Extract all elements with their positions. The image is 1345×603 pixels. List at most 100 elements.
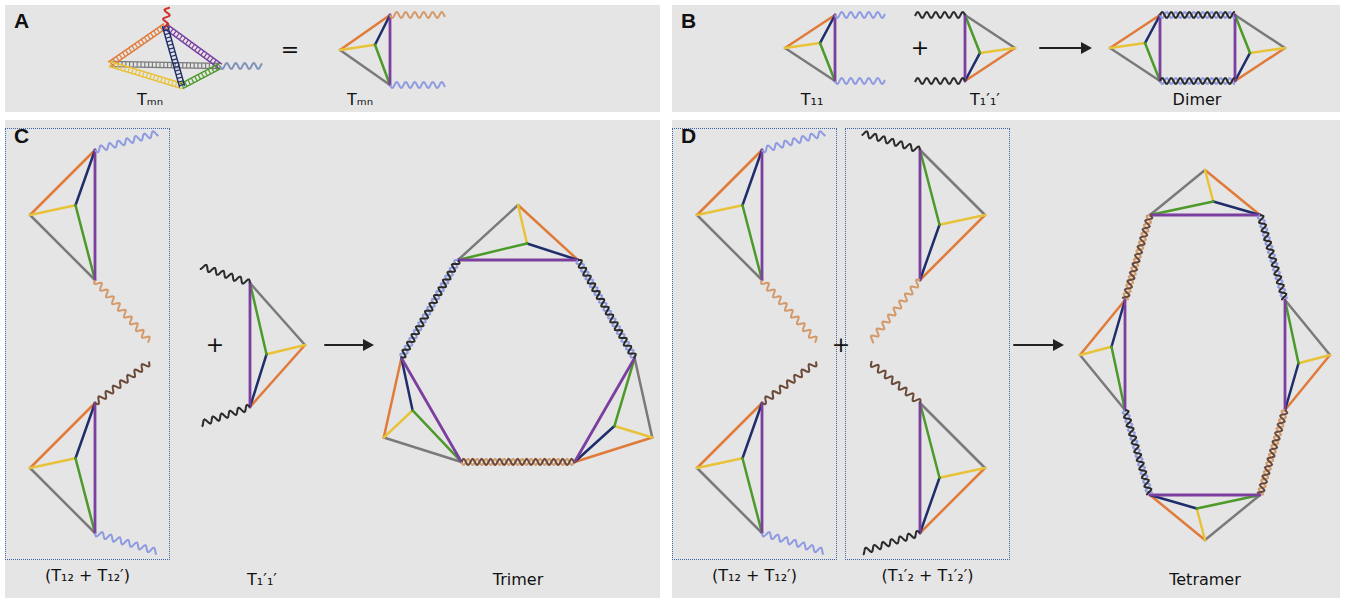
dna-strand bbox=[762, 362, 816, 405]
tetra-edge bbox=[920, 468, 985, 533]
molecule-label: T₁₁ bbox=[801, 90, 824, 109]
tetra-edge bbox=[920, 478, 940, 533]
dna-strand bbox=[871, 361, 921, 403]
dna-strand bbox=[1124, 215, 1151, 300]
tetra-edge bbox=[1235, 48, 1285, 81]
dna-strand bbox=[163, 8, 170, 26]
tetra-edge bbox=[1197, 495, 1260, 509]
tetra-edge bbox=[920, 150, 940, 225]
tetra-edge bbox=[1150, 214, 1260, 217]
tetra-edge bbox=[1205, 170, 1213, 202]
tetra-edge bbox=[401, 358, 461, 462]
dna-strand bbox=[835, 78, 885, 84]
dna-strand bbox=[915, 78, 965, 84]
tetra-edge bbox=[1112, 347, 1126, 410]
tetra-edge bbox=[965, 48, 1015, 81]
tetra-edge bbox=[1299, 355, 1331, 363]
dna-strand bbox=[762, 131, 826, 152]
helix-rail bbox=[111, 62, 183, 84]
dna-strand bbox=[1122, 215, 1152, 299]
dna-strand bbox=[576, 260, 635, 358]
tetra-edge bbox=[1124, 300, 1127, 410]
tetra-edge bbox=[965, 15, 980, 53]
arrow-head bbox=[363, 339, 374, 351]
helix-rail bbox=[109, 24, 164, 62]
tetra-edge bbox=[249, 283, 252, 407]
helix-rungs bbox=[110, 64, 182, 86]
group-label: (T₁₂ + T₁₂′) bbox=[5, 566, 170, 585]
tetra-edge bbox=[1110, 43, 1145, 48]
product-label: Dimer bbox=[1173, 90, 1222, 109]
tetra-edge bbox=[1145, 43, 1160, 81]
helix-rungs bbox=[165, 26, 220, 66]
tetra-edge bbox=[389, 15, 392, 85]
tetra-edge bbox=[820, 15, 835, 43]
arrow-head bbox=[1081, 42, 1092, 54]
dna-strand bbox=[578, 260, 636, 358]
tetra-edge bbox=[30, 215, 95, 280]
dna-strand bbox=[94, 280, 150, 343]
helix-rail bbox=[167, 24, 222, 64]
tetra-edge bbox=[1285, 355, 1330, 410]
dna-strand bbox=[1160, 78, 1235, 84]
tetra-edge bbox=[340, 15, 390, 50]
helix-rail bbox=[110, 61, 220, 63]
tetra-edge bbox=[1284, 300, 1287, 410]
tetra-edge bbox=[919, 403, 922, 533]
panel-letter: C bbox=[14, 124, 29, 147]
tetra-edge bbox=[697, 205, 743, 215]
helix-rail bbox=[162, 27, 179, 87]
tetra-edge bbox=[30, 205, 76, 215]
tetra-edge bbox=[697, 468, 762, 533]
tetra-edge bbox=[1235, 15, 1285, 48]
plus-sign: + bbox=[206, 332, 224, 358]
reaction-arrow bbox=[325, 344, 366, 346]
tetra-edge bbox=[635, 358, 653, 437]
tetra-edge bbox=[384, 410, 413, 437]
tetra-edge bbox=[1110, 48, 1160, 81]
tetra-edge bbox=[1234, 15, 1237, 81]
tetra-edge bbox=[267, 345, 306, 354]
dna-strand bbox=[200, 265, 250, 283]
tetra-edge bbox=[518, 205, 527, 244]
helix-rail bbox=[183, 68, 221, 88]
tetra-edge bbox=[30, 150, 95, 215]
tetra-edge bbox=[30, 458, 76, 468]
helix-rail bbox=[168, 25, 185, 85]
dotted-group-box: (T₁₂ + T₁₂′) bbox=[672, 128, 837, 585]
equals-sign: = bbox=[281, 37, 299, 63]
helix-rail bbox=[163, 28, 218, 68]
dna-strand bbox=[1259, 410, 1286, 495]
tetra-edge bbox=[30, 468, 95, 533]
tetra-edge bbox=[1112, 300, 1126, 347]
dna-strand bbox=[95, 362, 149, 405]
tetra-edge bbox=[1205, 170, 1260, 215]
helix-rungs bbox=[165, 26, 182, 86]
dna-strand bbox=[390, 82, 445, 88]
tetra-edge bbox=[920, 403, 940, 478]
tetra-edge bbox=[697, 403, 762, 468]
plus-sign: + bbox=[911, 35, 929, 61]
tetra-edge bbox=[1150, 202, 1213, 216]
dna-strand bbox=[220, 63, 262, 69]
tetra-edge bbox=[384, 358, 402, 437]
tetra-edge bbox=[1150, 495, 1197, 509]
dna-strand bbox=[1259, 215, 1286, 300]
tetra-edge bbox=[920, 150, 985, 215]
tetra-edge bbox=[1110, 15, 1160, 48]
tetra-edge bbox=[1285, 300, 1330, 355]
tetra-edge bbox=[94, 403, 97, 533]
tetra-edge bbox=[1080, 300, 1125, 355]
plus-sign: + bbox=[832, 332, 850, 358]
tetra-edge bbox=[340, 50, 390, 85]
dna-strand bbox=[863, 531, 920, 555]
dna-strand bbox=[1160, 12, 1235, 18]
tetra-edge bbox=[250, 354, 267, 407]
tetra-edge bbox=[697, 150, 762, 215]
tetra-edge bbox=[761, 150, 764, 280]
tetra-edge bbox=[1285, 300, 1299, 363]
dna-strand bbox=[202, 405, 250, 427]
tetra-edge bbox=[76, 205, 96, 280]
reaction-arrow bbox=[1040, 47, 1084, 49]
